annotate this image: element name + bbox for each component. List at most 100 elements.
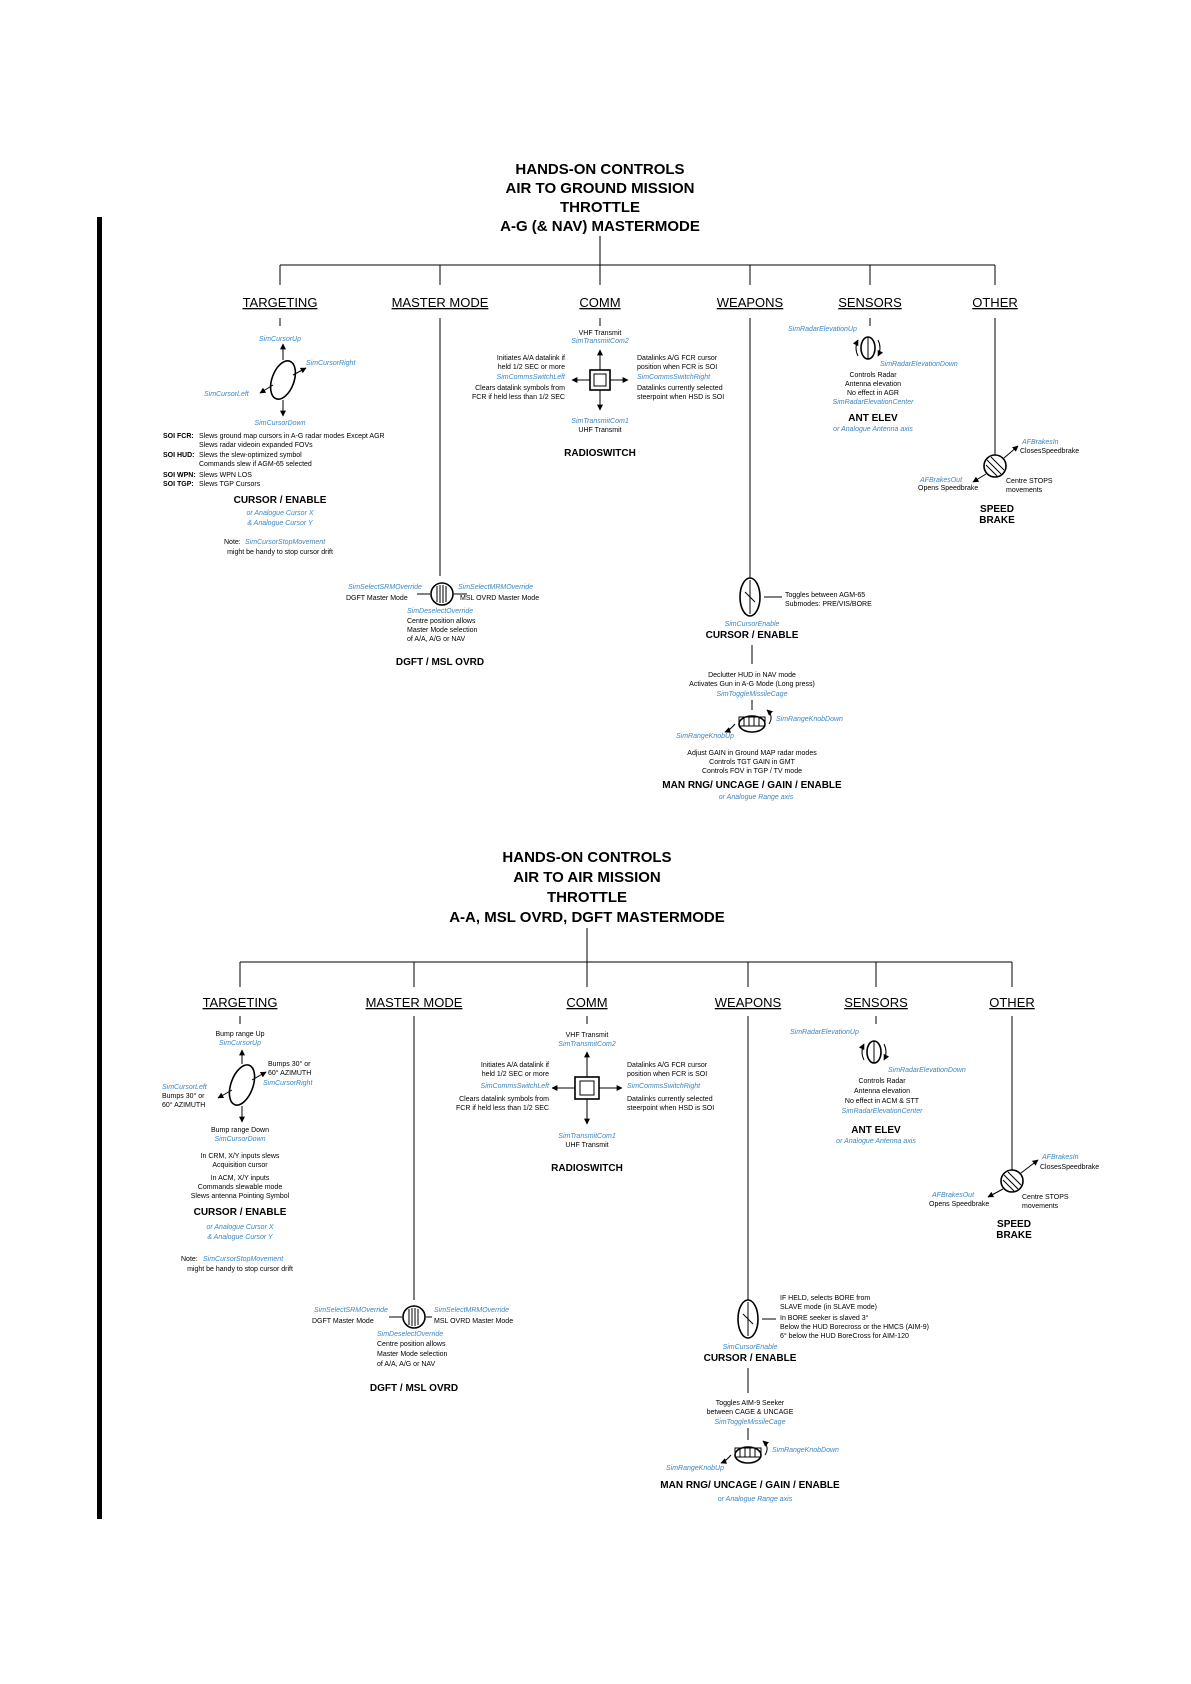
ag-sim-brakes-out: AFBrakesOut xyxy=(919,477,963,484)
ag-sim-cursor-up: SimCursorUp xyxy=(259,336,301,343)
aa-section: HANDS-ON CONTROLS AIR TO AIR MISSION THR… xyxy=(162,849,1099,1503)
ag-soi-tgp-text: Slews TGP Cursors xyxy=(199,481,261,488)
aa-header-weapons: WEAPONS xyxy=(715,995,782,1010)
ag-tree-lines xyxy=(279,236,996,285)
aa-closes-text: ClosesSpeedbrake xyxy=(1040,1164,1099,1171)
ag-sim-missile-cage: SimToggleMissileCage xyxy=(717,691,788,698)
aa-comm-left-3: Clears datalink symbols from xyxy=(459,1096,549,1103)
ag-header-sensors: SENSORS xyxy=(838,295,902,310)
ag-controls-1: Controls Radar xyxy=(849,372,897,379)
aa-held-1: IF HELD, selects BORE from xyxy=(780,1295,870,1302)
aa-note-text: might be handy to stop cursor drift xyxy=(187,1266,293,1273)
aa-sim-range-up: SimRangeKnobUp xyxy=(666,1465,724,1472)
ag-controls-2: Antenna elevation xyxy=(845,381,901,388)
aa-header-other: OTHER xyxy=(989,995,1035,1010)
cursor-knob-icon xyxy=(269,360,297,400)
ag-weapons-name2: MAN RNG/ UNCAGE / GAIN / ENABLE xyxy=(662,780,842,791)
ag-sim-com1: SimTransmitCom1 xyxy=(571,418,629,425)
aa-held-2: SLAVE mode (in SLAVE mode) xyxy=(780,1304,877,1311)
ag-sim-comms-left: SimCommsSwitchLeft xyxy=(497,374,567,381)
radio-switch-icon xyxy=(589,369,611,391)
ag-vhf-text: VHF Transmit xyxy=(579,330,622,337)
ag-soi-fcr-label: SOI FCR: xyxy=(163,433,194,440)
aa-comm-block: VHF Transmit SimTransmitCom2 Initiates A… xyxy=(456,1016,714,1174)
ag-sim-range-down: SimRangeKnobDown xyxy=(776,716,843,723)
ag-controls-3: No effect in AGR xyxy=(847,390,899,397)
aa-controls-3: No effect in ACM & STT xyxy=(845,1098,920,1105)
aa-weapons-analogue: or Analogue Range axis xyxy=(718,1496,793,1503)
aa-acm-3: Slews antenna Pointing Symbol xyxy=(191,1193,290,1200)
aa-sim-deselect: SimDeselectOverride xyxy=(377,1331,443,1338)
aa-centre-stops-1: Centre STOPS xyxy=(1022,1194,1069,1201)
ag-comm-right-1: Datalinks A/G FCR cursor xyxy=(637,355,718,362)
aa-other-name-2: BRAKE xyxy=(996,1230,1032,1241)
aa-comm-left-2: held 1/2 SEC or more xyxy=(482,1071,549,1078)
aa-header-comm: COMM xyxy=(566,995,607,1010)
ag-comm-right-2: position when FCR is SOI xyxy=(637,364,717,371)
ag-title-line1: HANDS-ON CONTROLS xyxy=(515,161,684,178)
ag-note-prefix: Note: xyxy=(224,539,241,546)
ag-soi-wpn-text: Slews WPN LOS xyxy=(199,472,252,479)
range-knob-icon xyxy=(734,1446,762,1464)
aa-sim-cursor-down: SimCursorDown xyxy=(215,1136,266,1143)
aa-crm-1: In CRM, X/Y inputs slews xyxy=(201,1153,280,1160)
ag-sim-elev-down: SimRadarElevationDown xyxy=(880,361,958,368)
aa-held-3: In BORE seeker is slaved 3° xyxy=(780,1314,869,1322)
ag-other-name-1: SPEED xyxy=(980,504,1014,515)
ag-soi-hud-label: SOI HUD: xyxy=(163,452,195,459)
cursor-knob-icon xyxy=(228,1064,256,1106)
aa-toggles-1: Toggles AIM-9 Seeker xyxy=(716,1400,785,1407)
aa-sim-brakes-in: AFBrakesIn xyxy=(1041,1154,1079,1161)
aa-title-line2: AIR TO AIR MISSION xyxy=(513,869,661,886)
ag-targeting-analogue-2: & Analogue Cursor Y xyxy=(247,520,314,527)
aa-sim-elev-up: SimRadarElevationUp xyxy=(790,1029,859,1036)
aa-centre-line2: Master Mode selection xyxy=(377,1351,448,1358)
ag-header-weapons: WEAPONS xyxy=(717,295,784,310)
ag-sim-cursor-left: SimCursorLeft xyxy=(204,391,250,398)
aa-sim-cursor-left: SimCursorLeft xyxy=(162,1084,208,1091)
aa-sim-mrm: SimSelectMRMOverride xyxy=(434,1307,509,1314)
ag-sim-cursor-down: SimCursorDown xyxy=(255,420,306,427)
ag-title-line3: THROTTLE xyxy=(560,199,640,216)
aa-comm-right-3: Datalinks currently selected xyxy=(627,1096,713,1103)
ag-weapons-toggles-1: Toggles between AGM-65 xyxy=(785,592,865,599)
aa-vhf-text: VHF Transmit xyxy=(566,1032,609,1039)
ag-sim-com2: SimTransmitCom2 xyxy=(571,338,629,345)
aa-comm-right-4: steerpoint when HSD is SOI xyxy=(627,1105,714,1112)
aa-targeting-analogue-1: or Analogue Cursor X xyxy=(206,1224,273,1231)
aa-comm-left-1: Initiates A/A datalink if xyxy=(481,1062,549,1069)
aa-sim-elev-down: SimRadarElevationDown xyxy=(888,1067,966,1074)
aa-held-4: Below the HUD Borecross or the HMCS (AIM… xyxy=(780,1324,929,1331)
aa-sim-comms-left: SimCommsSwitchLeft xyxy=(481,1083,551,1090)
ag-header-other: OTHER xyxy=(972,295,1018,310)
aa-comm-right-2: position when FCR is SOI xyxy=(627,1071,707,1078)
aa-weapons-name2: MAN RNG/ UNCAGE / GAIN / ENABLE xyxy=(660,1480,840,1491)
aa-targeting-analogue-2: & Analogue Cursor Y xyxy=(207,1234,274,1241)
aa-toggles-2: between CAGE & UNCAGE xyxy=(707,1409,794,1416)
aa-other-name-1: SPEED xyxy=(997,1219,1031,1230)
ag-comm-left-2: held 1/2 SEC or more xyxy=(498,364,565,371)
ag-targeting-block: SimCursorUp SimCursorRight SimCursorLeft… xyxy=(163,318,385,556)
range-knob-icon xyxy=(738,715,766,733)
ag-closes-text: ClosesSpeedbrake xyxy=(1020,448,1079,455)
aa-note-prefix: Note: xyxy=(181,1256,198,1263)
aa-title-line3: THROTTLE xyxy=(547,889,627,906)
ag-centre-line3: of A/A, A/G or NAV xyxy=(407,636,466,643)
aa-opens-text: Opens Speedbrake xyxy=(929,1201,989,1208)
ag-sensors-name: ANT ELEV xyxy=(848,413,898,424)
ag-title-line2: AIR TO GROUND MISSION xyxy=(506,180,695,197)
ag-soi-fcr-text2: Slews radar videoin expanded FOVs xyxy=(199,442,313,449)
speedbrake-icon xyxy=(1000,1169,1024,1193)
ag-sensors-analogue: or Analogue Antenna axis xyxy=(833,426,913,433)
ag-section: HANDS-ON CONTROLS AIR TO GROUND MISSION … xyxy=(163,161,1079,801)
aa-controls-1: Controls Radar xyxy=(858,1078,906,1085)
ag-sim-elev-up: SimRadarElevationUp xyxy=(788,326,857,333)
aa-sim-comms-right: SimCommsSwitchRight xyxy=(627,1083,701,1090)
aa-comm-name: RADIOSWITCH xyxy=(551,1163,623,1174)
ag-targeting-name: CURSOR / ENABLE xyxy=(234,495,327,506)
aa-bump-down: Bump range Down xyxy=(211,1127,269,1134)
ag-uhf-text: UHF Transmit xyxy=(578,427,621,434)
aa-bump-right-1: Bumps 30° or xyxy=(268,1060,311,1068)
radio-switch-icon xyxy=(574,1076,600,1100)
aa-sim-elev-center: SimRadarElevationCenter xyxy=(842,1108,924,1115)
